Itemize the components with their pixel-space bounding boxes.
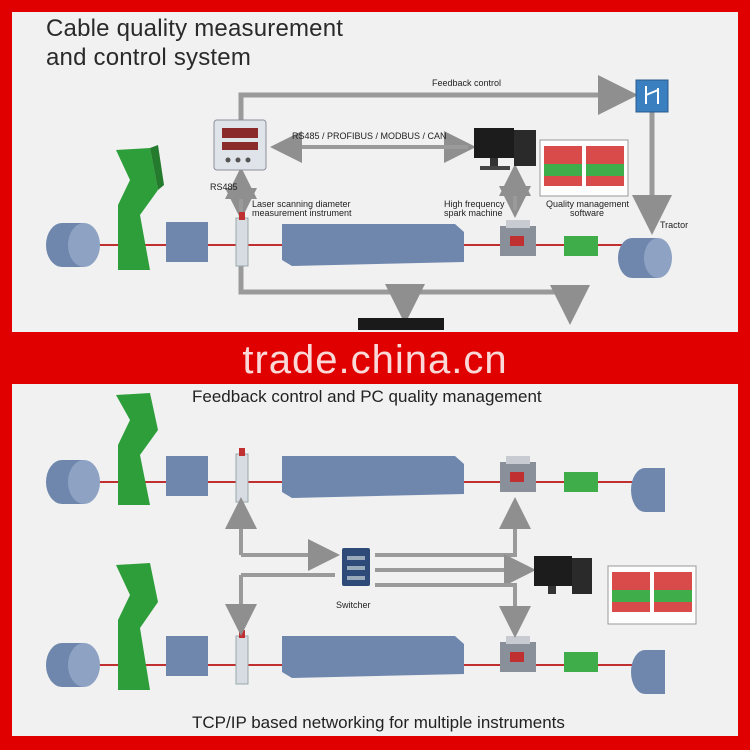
software-label-2: software [570,208,605,218]
controller-unit-icon [213,119,267,171]
rs485-label: RS485 [210,182,238,192]
switcher-label: Switcher [336,600,371,610]
pc-monitor-icon [474,128,536,170]
feedback-label: Feedback control [432,78,502,88]
bus-label: RS485 / PROFIBUS / MODBUS / CAN [292,131,447,141]
switcher-icon [342,548,370,586]
software-screen-bottom-icon [607,565,697,625]
laser-label-2: measurement instrument [252,208,352,218]
main-title: Cable quality measurement and control sy… [46,14,343,72]
laser-label-1: Laser scanning diameter [252,199,351,209]
output-arrows [238,262,590,325]
spark-label-1: High frequency [444,199,505,209]
network-arrows [225,497,536,638]
feedback-control-loop [238,75,672,235]
caption-middle: Feedback control and PC quality manageme… [192,387,542,406]
spark-label-2: spark machine [444,208,503,218]
output-device [358,318,444,330]
production-line-top [46,145,672,278]
production-line-bottom [46,563,665,694]
tractor-label: Tractor [660,220,689,230]
caption-bottom: TCP/IP based networking for multiple ins… [192,713,565,732]
watermark: trade.china.cn [242,338,508,382]
production-line-middle [46,393,665,512]
pc-monitor-bottom-icon [534,556,592,594]
valve-controller-icon [635,79,669,113]
title-line-2: and control system [46,44,252,71]
software-screen-icon [539,139,629,197]
title-line-1: Cable quality measurement [46,15,344,42]
software-label-1: Quality management [546,199,630,209]
